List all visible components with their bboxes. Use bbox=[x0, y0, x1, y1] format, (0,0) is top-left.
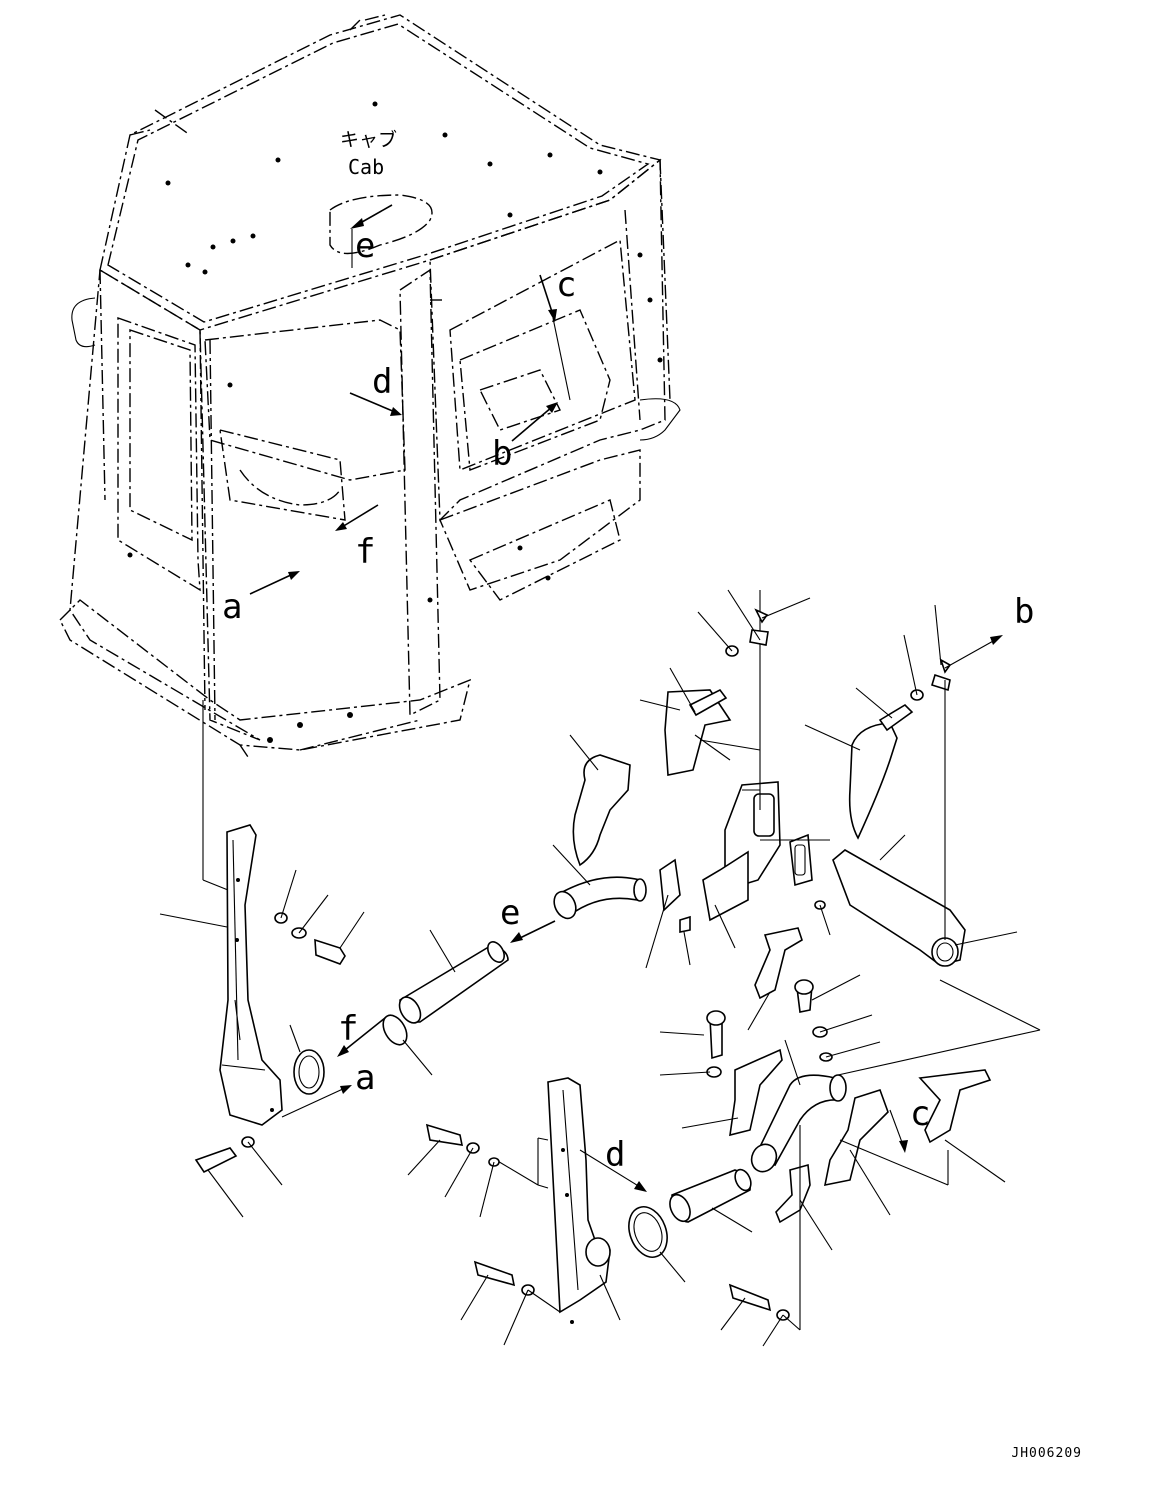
right-horizontal-duct bbox=[814, 834, 1018, 967]
lower-elbow-duct bbox=[750, 979, 1041, 1173]
center-vertical-duct bbox=[495, 1077, 621, 1324]
drawing-number: JH006209 bbox=[1011, 1446, 1082, 1461]
lower-bracket bbox=[747, 927, 803, 1031]
left-vertical-duct bbox=[219, 824, 283, 1126]
cab-label-jp: キャブ bbox=[340, 128, 397, 151]
parts-letter-f: f bbox=[338, 1009, 358, 1049]
parts-arrow-f: f bbox=[337, 1009, 386, 1057]
parts-arrow-a: a bbox=[281, 1058, 375, 1118]
cab-letter-b: b bbox=[492, 434, 512, 474]
cab-view-arrow-d: d bbox=[349, 362, 402, 416]
parts-arrow-d: d bbox=[579, 1135, 647, 1192]
cab-letter-d: d bbox=[372, 362, 392, 402]
parts-letter-c: c bbox=[910, 1094, 930, 1134]
right-bolts bbox=[659, 974, 881, 1078]
lower-curved-guard-left bbox=[681, 1048, 783, 1137]
cab-letter-f: f bbox=[355, 532, 375, 572]
lower-clamp-ring bbox=[628, 1206, 686, 1283]
cab-frame bbox=[59, 14, 681, 761]
parts-letter-a: a bbox=[355, 1058, 375, 1098]
straight-hose-upper bbox=[382, 929, 509, 1076]
straight-hose-lower bbox=[669, 1168, 753, 1233]
lower-strap bbox=[839, 1069, 1006, 1186]
central-junction-duct bbox=[702, 590, 830, 922]
cab-letter-a: a bbox=[222, 587, 242, 627]
junction-clips bbox=[645, 858, 736, 969]
bottom-left-bolt bbox=[194, 1136, 283, 1218]
cab-letter-c: c bbox=[556, 265, 576, 305]
elbow-hose bbox=[552, 844, 647, 920]
upper-duct-cover-left bbox=[569, 734, 631, 867]
parts-letter-b: b bbox=[1014, 592, 1034, 632]
parts-arrow-b: b bbox=[1014, 592, 1034, 632]
parts-arrow-c: c bbox=[889, 1094, 930, 1153]
parts-arrow-e: e bbox=[500, 893, 556, 943]
lower-small-bracket bbox=[775, 1125, 833, 1330]
left-duct-fasteners bbox=[274, 869, 365, 1095]
lower-curved-guard-right bbox=[823, 1089, 891, 1216]
top-right-clips bbox=[855, 604, 1003, 940]
cab-view-arrow-f: f bbox=[335, 504, 379, 572]
upper-duct-cover-right bbox=[804, 722, 898, 840]
parts-letter-d: d bbox=[605, 1135, 625, 1175]
parts-letter-e: e bbox=[500, 893, 520, 933]
center-fasteners bbox=[407, 1123, 801, 1347]
cab-view-arrow-a: a bbox=[222, 571, 300, 627]
cab-view-arrow-c: c bbox=[539, 265, 576, 401]
cab-label-en: Cab bbox=[348, 155, 384, 179]
cab-letter-e: e bbox=[355, 226, 375, 266]
top-middle-clips bbox=[669, 589, 811, 717]
cab-view-arrow-e: e bbox=[350, 204, 393, 268]
cab-view-arrow-b: b bbox=[492, 402, 558, 474]
